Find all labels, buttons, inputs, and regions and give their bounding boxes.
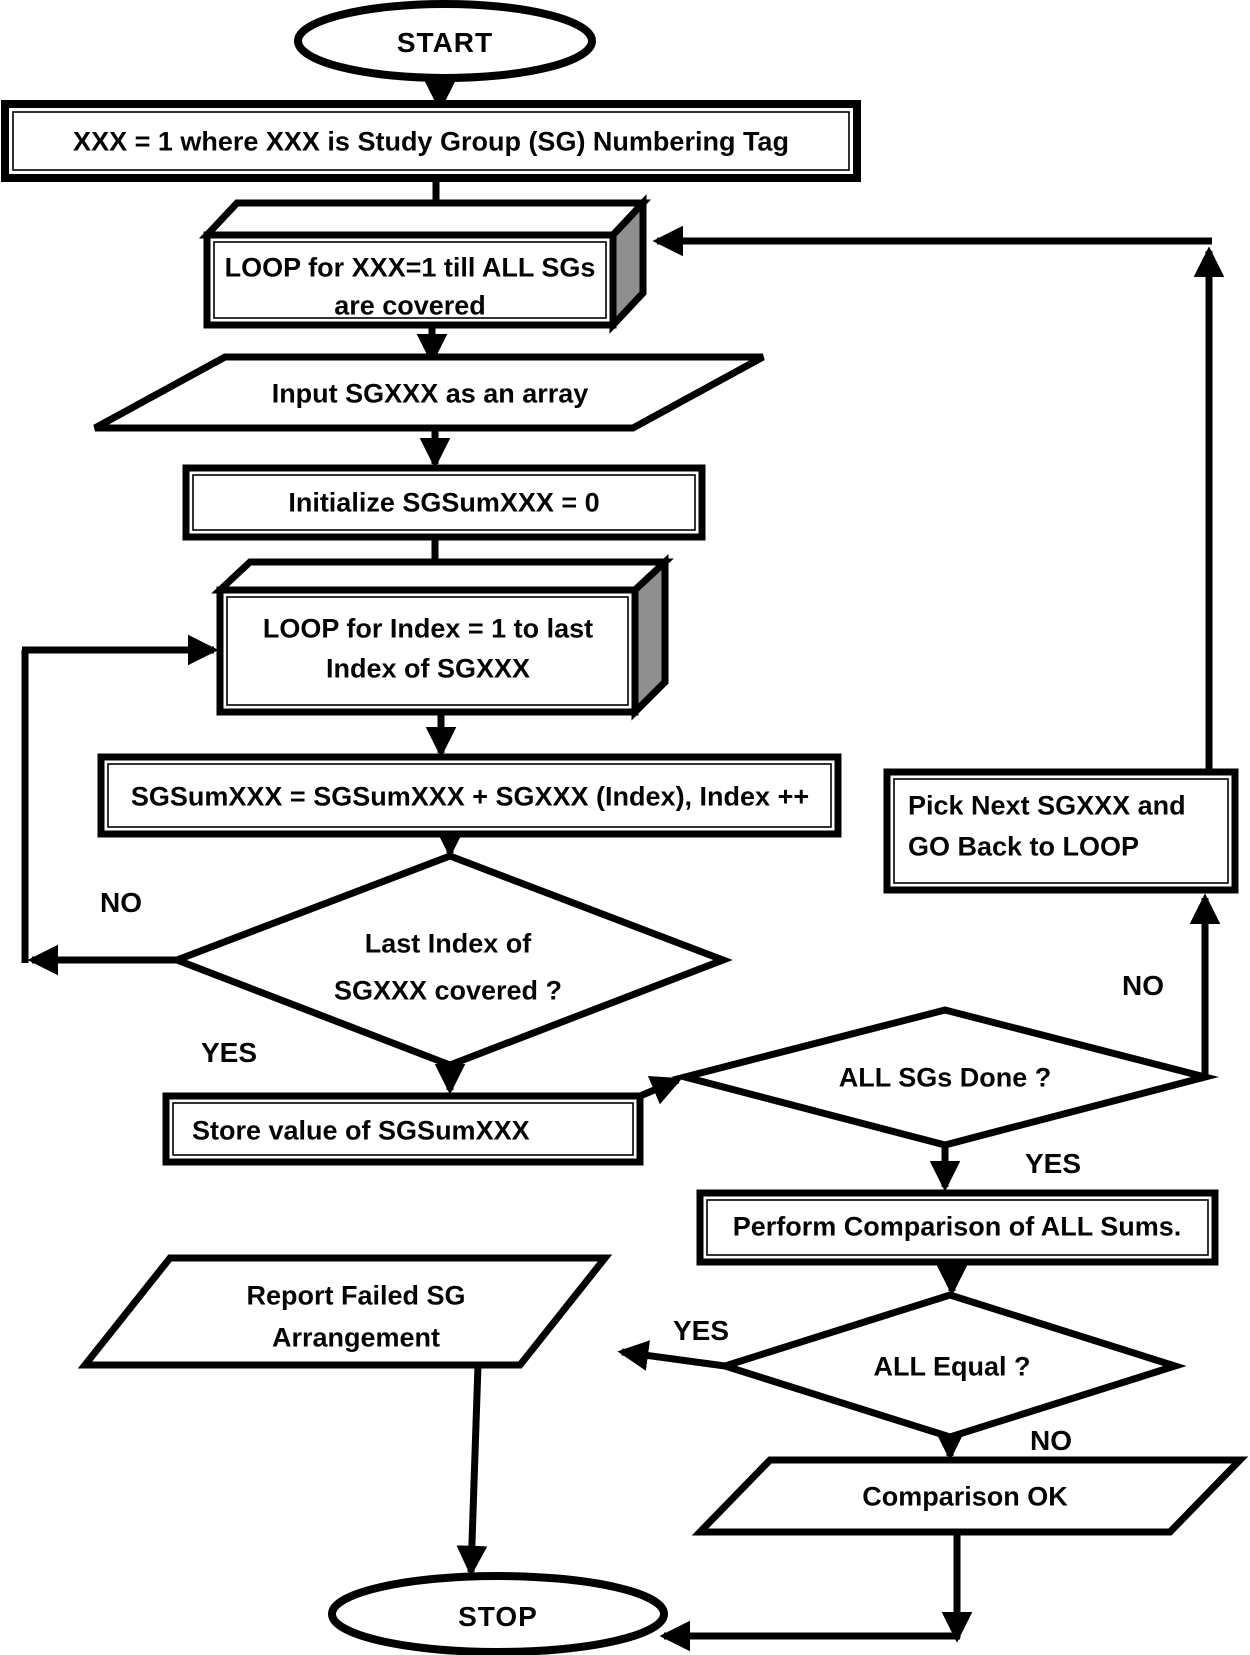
input-sg-node-shape [93,353,765,432]
comparison-ok-node-shape [691,1456,1249,1536]
perform-comparison-node-inner [706,1199,1209,1256]
all-sgs-done-label: ALL SGs Done ? [838,1062,1052,1093]
start-label: START [396,27,494,58]
all-equal-label: ALL Equal ? [873,1351,1031,1382]
init-xxx-node-inner [12,111,850,171]
init-sum-node-shape [182,464,706,541]
edge-allequal-yes [617,1340,726,1371]
last-index-label-line2: SGXXX covered ? [333,975,563,1006]
store-sum-node-shape [162,1092,644,1166]
loop-sg-label-line1: LOOP for XXX=1 till ALL SGs [224,252,596,283]
init-xxx-node-shape [1,100,861,182]
report-failed-node-shape [77,1254,613,1369]
store-sum-node-inner [172,1102,634,1156]
perform-comparison-node-shape [696,1189,1219,1266]
stop-node-shape [328,1572,668,1655]
store-sum-label: Store value of SGSumXXX [192,1115,530,1146]
pick-next-label-line2: GO Back to LOOP [908,831,1140,862]
all-sgs-done-node-shape [671,1006,1219,1149]
start-node-shape [294,0,596,82]
stop-label: STOP [458,1601,538,1632]
loop-sg-node-inner [213,241,607,319]
loop-index-node-inner [226,596,629,706]
last-index-node-shape [167,852,733,1069]
edge-store-to-allsgs [638,1075,683,1105]
last-index-no-label: NO [100,887,142,918]
loop-index-label-line2: Index of SGXXX [325,653,531,684]
init-xxx-label: XXX = 1 where XXX is Study Group (SG) Nu… [73,126,789,157]
init-sum-label: Initialize SGSumXXX = 0 [288,487,600,518]
accumulate-node-shape [97,753,842,838]
all-equal-node-shape [713,1291,1187,1441]
pick-next-node-shape [883,768,1239,894]
loop-index-top-face [211,558,674,594]
comparison-ok-label: Comparison OK [862,1481,1068,1512]
loop-sg-node-shape [203,231,617,329]
accumulate-node-inner [107,763,832,828]
all-sgs-done-yes-label: YES [1024,1148,1082,1179]
report-failed-label-line1: Report Failed SG [246,1280,466,1311]
all-equal-no-label: NO [1030,1425,1072,1456]
pick-next-node-inner [893,778,1229,884]
loop-index-label-line1: LOOP for Index = 1 to last [262,613,594,644]
accumulate-label: SGSumXXX = SGSumXXX + SGXXX (Index), Ind… [130,781,810,812]
loop-sg-label-line2: are covered [334,290,486,321]
all-sgs-done-no-label: NO [1122,970,1164,1001]
report-failed-label-line2: Arrangement [271,1322,441,1353]
loop-index-side-face [631,553,669,721]
loop-index-node-shape [216,586,639,716]
loop-sg-top-face [198,199,652,239]
last-index-yes-label: YES [200,1037,258,1068]
edge-report-to-stop [456,1364,488,1577]
input-sg-label: Input SGXXX as an array [271,378,589,409]
perform-comparison-label: Perform Comparison of ALL Sums. [732,1211,1182,1242]
init-sum-node-inner [192,474,696,531]
all-equal-yes-label: YES [672,1315,730,1346]
pick-next-label-line1: Pick Next SGXXX and [908,790,1186,821]
last-index-label-line1: Last Index of [364,928,532,959]
